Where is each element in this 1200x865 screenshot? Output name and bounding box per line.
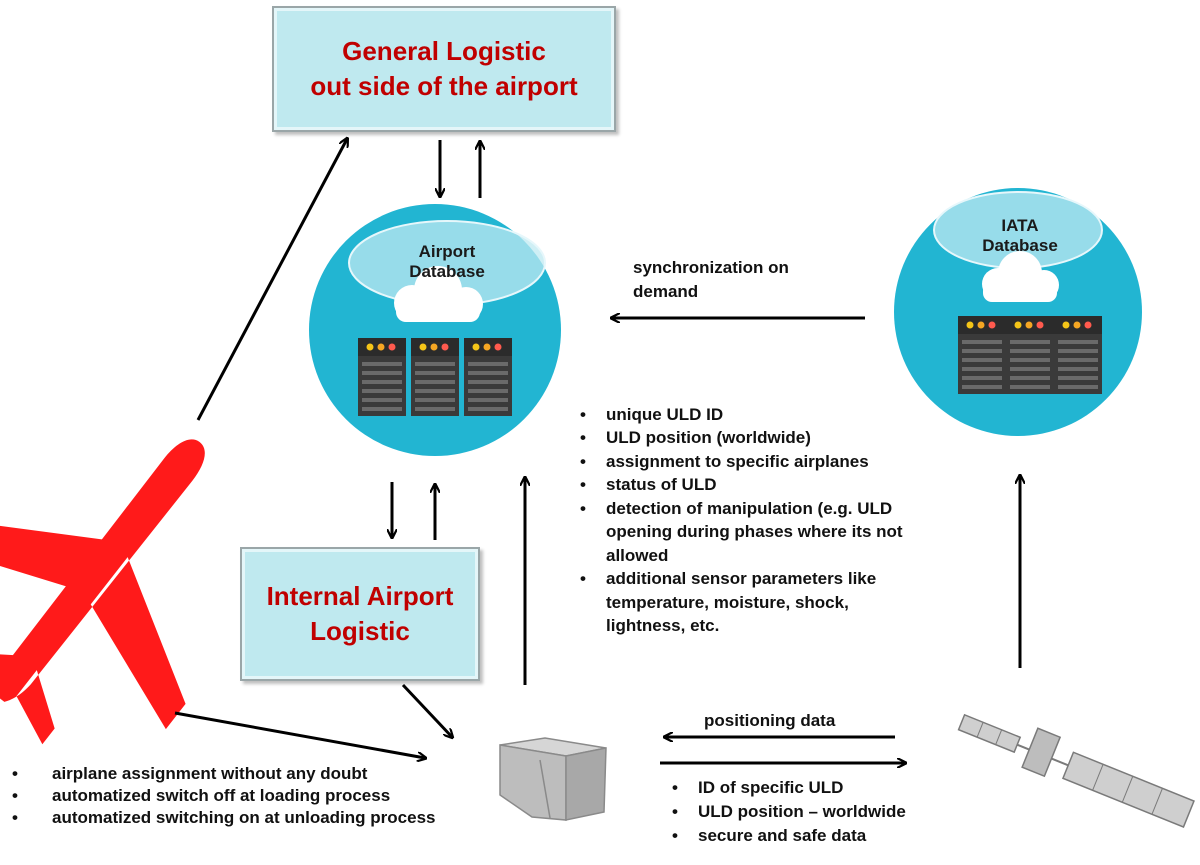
list-item: ULD position (worldwide) [576,426,921,450]
list-item: automatized switch off at loading proces… [8,785,478,807]
iata-database-label: IATA Database [982,216,1058,256]
internal-logistic-box: Internal Airport Logistic [240,547,480,681]
list-item: ID of specific ULD [668,776,988,800]
list-item: detection of manipulation (e.g. ULD open… [576,497,921,567]
list-item: status of ULD [576,473,921,497]
uld-feature-list: unique ULD ID ULD position (worldwide) a… [576,403,921,638]
sync-label: synchronization on demand [633,258,789,301]
arrow-airplane-to-general [196,139,347,421]
internal-logistic-title: Internal Airport Logistic [266,580,454,646]
airport-database-icon [309,204,561,456]
list-item: secure and safe data [668,824,988,848]
satellite-icon [957,713,1195,828]
arrow-airplane-to-uld [174,711,425,758]
airplane-feature-list: airplane assignment without any doubt au… [8,763,478,829]
positioning-data-label: positioning data [704,711,836,730]
general-logistic-box: General Logistic out side of the airport [272,6,616,132]
list-item: assignment to specific airplanes [576,450,921,474]
airplane-icon [0,439,205,745]
list-item: automatized switching on at unloading pr… [8,807,478,829]
uld-container-icon [499,737,607,821]
iata-database-icon [894,188,1142,436]
list-item: ULD position – worldwide [668,800,988,824]
list-item: airplane assignment without any doubt [8,763,478,785]
arrow-internal-to-uld [401,683,452,737]
list-item: additional sensor parameters like temper… [576,567,921,637]
list-item: unique ULD ID [576,403,921,427]
general-logistic-title: General Logistic out side of the airport [310,35,578,101]
airport-database-label: Airport Database [409,242,485,282]
satellite-feature-list: ID of specific ULD ULD position – worldw… [668,776,988,847]
